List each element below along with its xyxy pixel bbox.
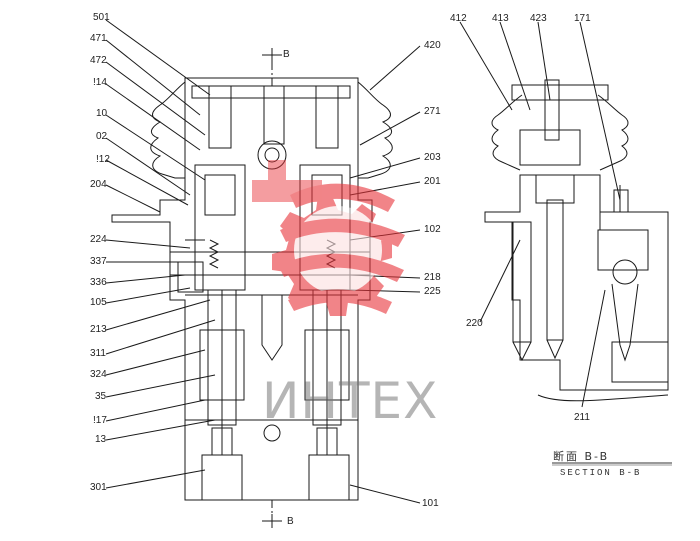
part-label-423: 423 xyxy=(530,13,547,24)
part-label-471: 471 xyxy=(90,33,107,44)
part-label-301: 301 xyxy=(90,482,107,493)
part-label-201: 201 xyxy=(424,176,441,187)
section-bb-ball xyxy=(612,259,638,285)
part-label-13: 13 xyxy=(95,434,107,445)
part-label-204: 204 xyxy=(90,179,107,190)
section-bb-plunger xyxy=(544,79,560,141)
bottom-cap-left xyxy=(201,454,243,501)
bottom-cap-right xyxy=(308,454,350,501)
part-label-412: 412 xyxy=(450,13,467,24)
part-label-213: 213 xyxy=(90,324,107,335)
section-caption-chinese: 断面 B-B xyxy=(553,450,610,463)
ball-joint xyxy=(257,140,287,170)
part-label-472: 472 xyxy=(90,55,107,66)
section-bb-lower-box xyxy=(611,341,669,383)
section-bb-top-cap xyxy=(511,84,609,101)
plunger-center xyxy=(263,85,285,145)
section-bb-bellows-left xyxy=(491,94,523,171)
plunger-left xyxy=(208,85,232,149)
part-label-171: 171 xyxy=(574,13,591,24)
part-label-337: 337 xyxy=(90,256,107,267)
part-label-102: 102 xyxy=(424,224,441,235)
section-bb-housing xyxy=(484,174,669,391)
part-label-224: 224 xyxy=(90,234,107,245)
part-label-114: !14 xyxy=(93,77,107,88)
part-label-220: 220 xyxy=(466,318,483,329)
part-label-413: 413 xyxy=(492,13,509,24)
spring-left xyxy=(208,239,220,269)
section-marker-bottom: B xyxy=(287,516,294,527)
part-label-420: 420 xyxy=(424,40,441,51)
part-label-105: 105 xyxy=(90,297,107,308)
watermark-gear-logo xyxy=(252,160,405,316)
part-label-112: !12 xyxy=(96,154,110,165)
part-label-10: 10 xyxy=(96,108,108,119)
part-label-101: 101 xyxy=(422,498,439,509)
section-marker-top: B xyxy=(283,49,290,60)
plunger-right xyxy=(315,85,339,149)
bellows-left xyxy=(150,81,186,179)
section-bb-stem xyxy=(546,199,564,341)
part-label-311: 311 xyxy=(90,348,106,359)
side-port-block xyxy=(177,261,204,293)
lower-body xyxy=(184,419,359,501)
part-label-211: 211 xyxy=(574,412,590,423)
section-bb-port-220 xyxy=(512,221,532,343)
part-label-02: 02 xyxy=(96,131,108,142)
part-label-203: 203 xyxy=(424,152,441,163)
bellows-right xyxy=(357,81,393,179)
watermark-text: ИНТЕХ xyxy=(262,372,439,430)
caption-underline xyxy=(552,462,672,466)
part-label-117: !17 xyxy=(93,415,107,426)
part-label-501: 501 xyxy=(93,12,110,23)
section-bb-bellows-right xyxy=(597,94,629,171)
part-label-35: 35 xyxy=(95,391,107,402)
center-spike xyxy=(261,295,283,361)
part-label-225: 225 xyxy=(424,286,441,297)
top-plate xyxy=(191,85,351,99)
part-label-336: 336 xyxy=(90,277,107,288)
part-label-271: 271 xyxy=(424,106,441,117)
part-label-218: 218 xyxy=(424,272,441,283)
section-caption-english: SECTION B-B xyxy=(560,468,642,478)
part-label-324: 324 xyxy=(90,369,107,380)
